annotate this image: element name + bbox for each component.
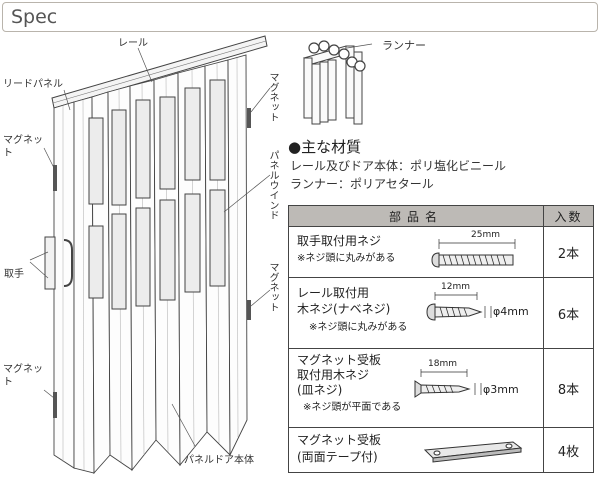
panel-window-label: パネルウインド bbox=[267, 150, 278, 220]
pan-head-wood-screw-icon bbox=[426, 292, 492, 321]
magnet-left-top-label: マグネット bbox=[3, 135, 43, 159]
part-quantity: 4枚 bbox=[543, 427, 594, 473]
table-row: マグネット受板 取付用木ネジ (皿ネジ) ※ネジ頭が平面である 18mm φ3m… bbox=[288, 348, 594, 428]
header-part-name: 部品名 bbox=[288, 205, 544, 227]
material-line-2: ランナー：ポリアセタール bbox=[290, 177, 434, 191]
part-name-line: マグネット受板 bbox=[297, 433, 382, 447]
table-row: マグネット受板 (両面テープ付) 4枚 bbox=[288, 427, 594, 473]
material-line-1: レール及びドア本体：ポリ塩化ビニール bbox=[290, 159, 507, 173]
part-quantity: 2本 bbox=[543, 226, 594, 278]
page-title: Spec bbox=[11, 6, 58, 28]
screw-length-label: 18mm bbox=[428, 359, 457, 369]
part-name-line: マグネット受板 bbox=[297, 353, 382, 367]
header-quantity: 入数 bbox=[543, 205, 594, 227]
runner-illustration bbox=[302, 40, 373, 125]
table-header-row: 部品名 入数 bbox=[288, 205, 594, 227]
part-note: ※ネジ頭に丸みがある bbox=[297, 253, 396, 264]
part-quantity: 6本 bbox=[543, 277, 594, 349]
screw-length-label: 12mm bbox=[441, 282, 470, 292]
magnet-right-mid-label: マグネット bbox=[267, 262, 278, 312]
part-name-line: 取付用木ネジ bbox=[297, 368, 370, 382]
magnet-left-bottom-label: マグネット bbox=[3, 364, 43, 388]
screw-diameter-label: φ4mm bbox=[493, 305, 529, 318]
parts-table: 部品名 入数 取手取付用ネジ ※ネジ頭に丸みがある 25mm bbox=[288, 205, 594, 473]
table-row: 取手取付用ネジ ※ネジ頭に丸みがある 25mm bbox=[288, 226, 594, 278]
runner-label: ランナー bbox=[382, 39, 426, 52]
panel-door-body-label: パネルドア本体 bbox=[184, 455, 254, 466]
rail-label: レール bbox=[118, 38, 148, 49]
part-name-line: 取手取付用ネジ bbox=[297, 234, 382, 248]
accordion-door-illustration bbox=[29, 35, 271, 475]
countersunk-wood-screw-icon bbox=[414, 369, 482, 398]
handle-label: 取手 bbox=[4, 269, 24, 280]
screw-length-label: 25mm bbox=[471, 230, 500, 240]
part-note: ※ネジ頭が平面である bbox=[303, 402, 402, 413]
materials-title: ●主な材質 bbox=[288, 138, 362, 156]
magnet-right-top-label: マグネット bbox=[267, 72, 278, 122]
part-quantity: 8本 bbox=[543, 348, 594, 428]
part-note: ※ネジ頭に丸みがある bbox=[309, 322, 408, 333]
part-name-line: (皿ネジ) bbox=[297, 383, 343, 397]
screw-diameter-label: φ3mm bbox=[483, 383, 519, 396]
part-name-line: (両面テープ付) bbox=[297, 450, 378, 464]
magnet-plate-icon bbox=[423, 441, 523, 463]
lead-panel-label: リードパネル bbox=[3, 79, 63, 90]
spec-header: Spec bbox=[2, 2, 598, 32]
part-name-line: 木ネジ(ナベネジ) bbox=[297, 302, 391, 316]
round-head-screw-icon bbox=[431, 239, 516, 268]
table-row: レール取付用 木ネジ(ナベネジ) ※ネジ頭に丸みがある 12mm φ4mm bbox=[288, 277, 594, 349]
part-name-line: レール取付用 bbox=[297, 286, 370, 300]
